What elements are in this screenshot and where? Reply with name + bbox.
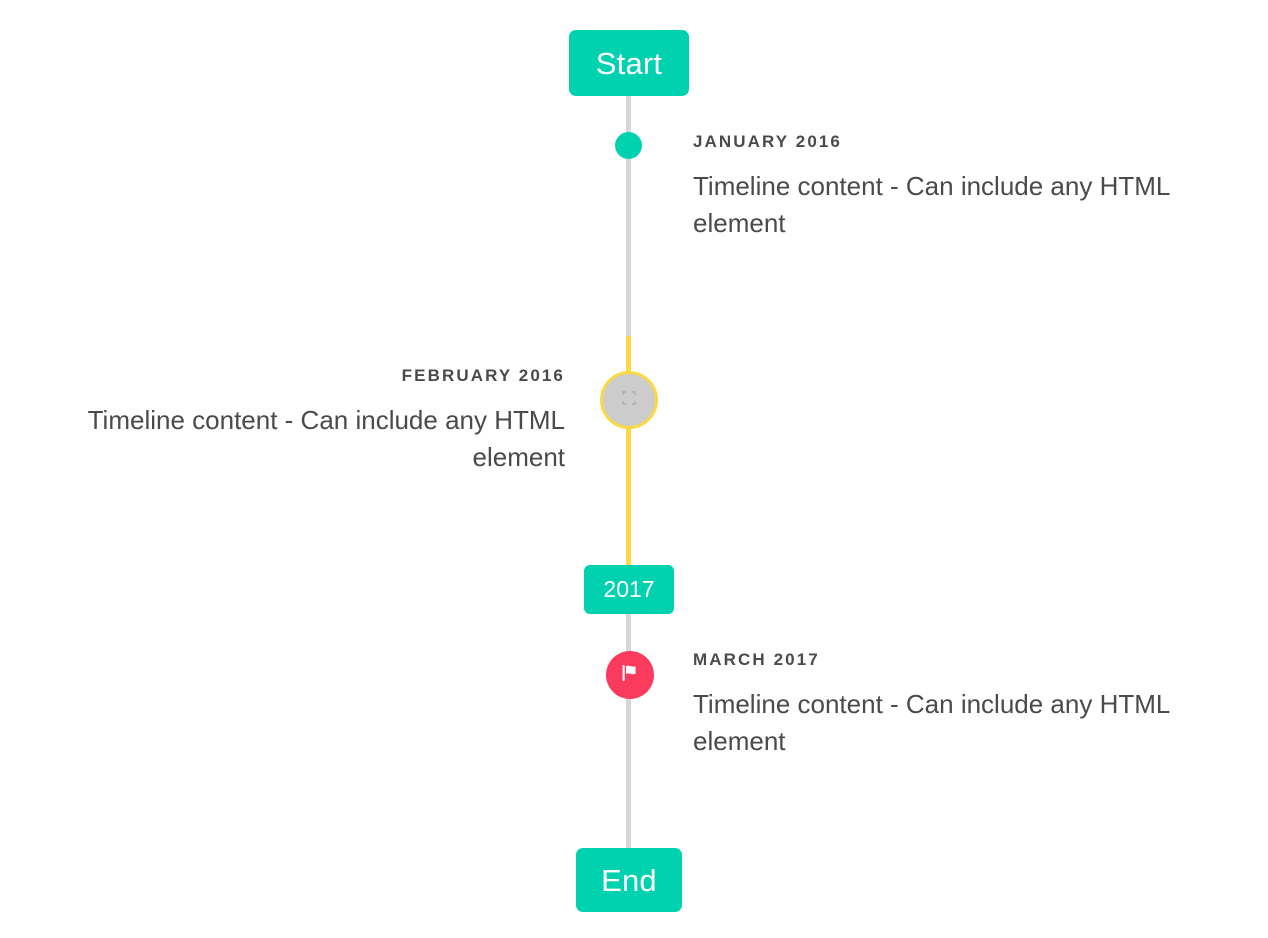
timeline-entry-january: January 2016 Timeline content - Can incl… — [693, 133, 1233, 242]
timeline-entry-date: January 2016 — [693, 132, 842, 151]
timeline-rail-segment-highlight — [626, 336, 631, 566]
timeline-marker-badge-march[interactable] — [606, 651, 654, 699]
timeline-entry-march: March 2017 Timeline content - Can includ… — [693, 651, 1233, 760]
timeline-rail-segment-bottom — [626, 614, 631, 850]
timeline-start-badge[interactable]: Start — [569, 30, 689, 96]
timeline-end-badge[interactable]: End — [576, 848, 682, 912]
timeline-marker-ring-february[interactable] — [600, 371, 658, 429]
timeline-year-badge[interactable]: 2017 — [584, 565, 674, 614]
flag-icon — [618, 661, 642, 690]
timeline-entry-february: February 2016 Timeline content - Can inc… — [28, 367, 565, 476]
timeline-rail-segment-top — [626, 96, 631, 336]
timeline-entry-body: Timeline content - Can include any HTML … — [693, 689, 1170, 756]
timeline-entry-body: Timeline content - Can include any HTML … — [693, 171, 1170, 238]
timeline-entry-date: February 2016 — [401, 366, 565, 385]
timeline-entry-date: March 2017 — [693, 650, 820, 669]
timeline-entry-body: Timeline content - Can include any HTML … — [87, 405, 565, 472]
broken-image-icon — [619, 388, 639, 413]
timeline-marker-dot-january[interactable] — [615, 132, 642, 159]
